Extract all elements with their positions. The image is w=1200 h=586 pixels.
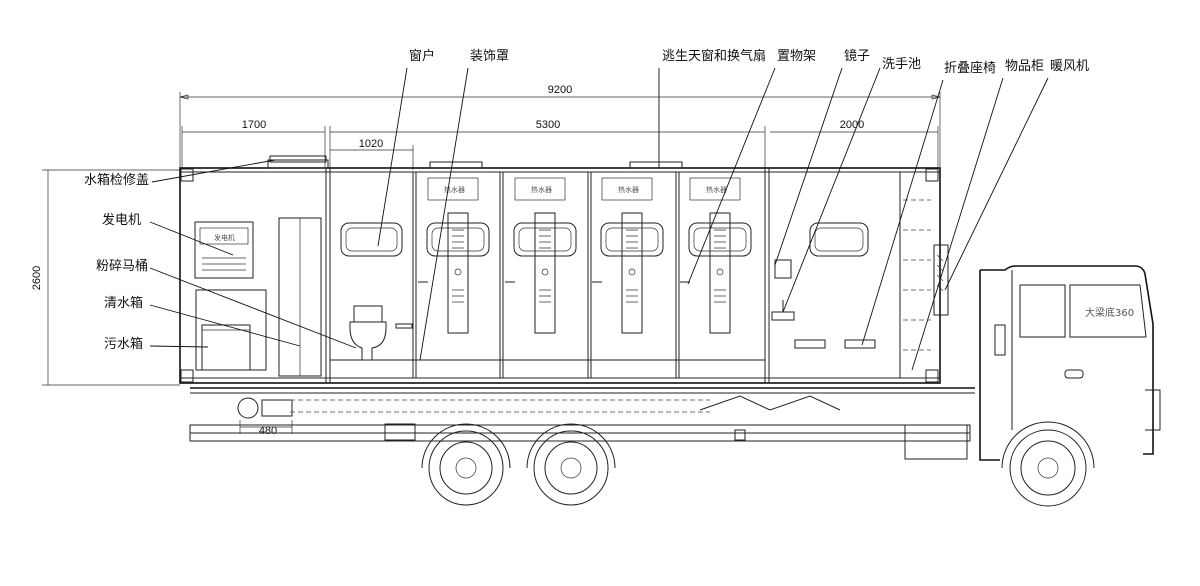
- label-tank-cover: 水箱检修盖: [84, 172, 149, 188]
- label-sink: 洗手池: [882, 57, 921, 72]
- shower-stall-2: 热水器: [505, 177, 577, 334]
- label-locker: 物品柜: [1005, 59, 1044, 74]
- dim-cabin: 5300: [536, 119, 560, 131]
- shower-stalls: 热水器 热水器 热水器: [418, 177, 752, 334]
- label-skylight-fan: 逃生天窗和换气扇: [662, 48, 766, 64]
- wheel-rear-1: [421, 423, 511, 506]
- label-waste-tank: 污水箱: [104, 336, 143, 352]
- toilet-room: [340, 222, 413, 361]
- label-mirror: 镜子: [844, 49, 870, 64]
- rear-lounge: [771, 222, 949, 349]
- label-clean-tank: 清水箱: [104, 295, 143, 311]
- wheel-rear-2: [526, 423, 616, 506]
- truck-cab: 大梁底360: [979, 265, 1161, 461]
- generator-tag: 发电机: [214, 233, 235, 242]
- label-decor-cover: 装饰罩: [470, 49, 509, 64]
- heater-tag-2: 热水器: [531, 185, 552, 194]
- label-shelf: 置物架: [777, 49, 816, 64]
- chassis: [189, 387, 975, 460]
- shower-stall-3: 热水器: [592, 177, 664, 334]
- dim-total: 9200: [548, 84, 572, 96]
- dim-rear-section: 2000: [840, 119, 864, 131]
- leader-lines: [149, 67, 1049, 371]
- heater-tag-1: 热水器: [444, 185, 465, 194]
- container-body: [179, 159, 941, 384]
- label-heater: 暖风机: [1050, 59, 1089, 74]
- heater-tag-3: 热水器: [618, 185, 639, 194]
- label-folding-seat: 折叠座椅: [944, 61, 996, 76]
- callout-labels: 窗户 装饰罩 逃生天窗和换气扇 置物架 镜子 洗手池 折叠座椅 物品柜 暖风机 …: [84, 48, 1089, 352]
- dim-toilet-room: 1020: [359, 138, 383, 150]
- equipment-section: 发电机: [194, 155, 327, 377]
- wheels: [421, 421, 1095, 507]
- cab-badge: 大梁底360: [1085, 306, 1134, 319]
- dim-axle-gap: 480: [259, 425, 277, 437]
- label-toilet: 粉碎马桶: [96, 259, 148, 274]
- dimension-lines: 9200 1700 5300 2000 1020 2600 480: [31, 84, 941, 437]
- heater-tag-4: 热水器: [706, 185, 727, 194]
- dim-front-section: 1700: [242, 119, 266, 131]
- dim-height: 2600: [31, 266, 43, 290]
- shower-stall-4: 热水器: [680, 177, 752, 334]
- label-window: 窗户: [409, 48, 435, 64]
- label-generator: 发电机: [102, 212, 141, 228]
- shower-stall-1: 热水器: [418, 177, 490, 334]
- wheel-front: [1001, 421, 1095, 507]
